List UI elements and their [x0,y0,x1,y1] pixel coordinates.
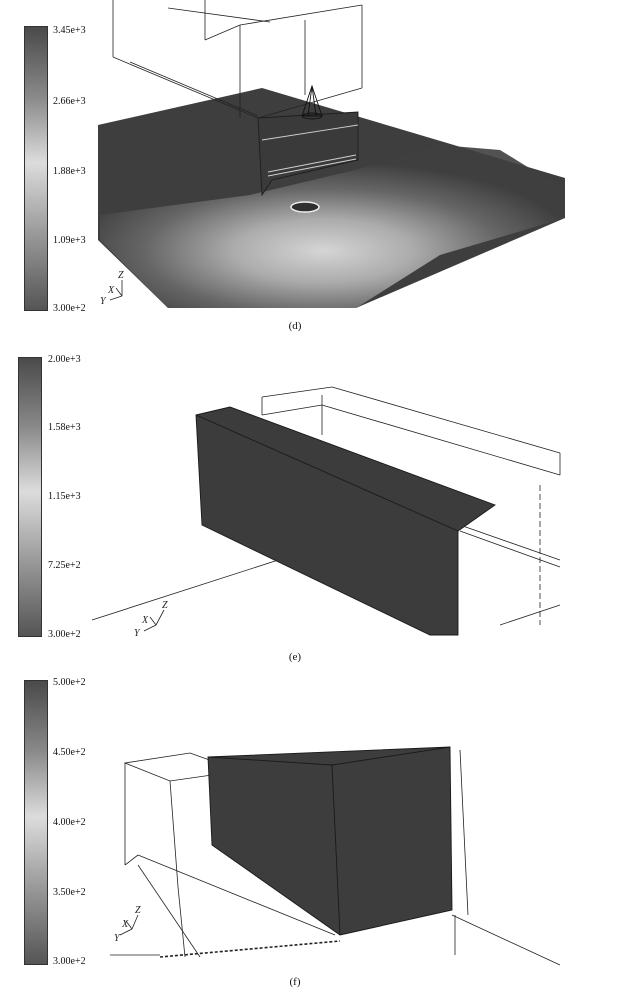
colorbar-tick: 3.50e+2 [53,887,86,898]
axis-triad-f [119,914,139,936]
colorbar-tick: 1.09e+3 [53,235,86,246]
box-structure [207,746,453,936]
colorbar-e [18,357,42,637]
axis-x-label: X [107,285,115,296]
cone-source-icon [301,84,323,120]
panel-caption: (e) [288,651,302,663]
panel-d: Z X Y 3.45e+3 2.66e+3 1.88e+3 1.09e+3 3.… [0,0,624,335]
colorbar-tick: 3.00e+2 [48,629,81,640]
axis-y-label: Y [134,628,141,639]
colorbar-tick: 7.25e+2 [48,560,81,571]
axis-z-label: Z [162,600,168,611]
panel-caption: (f) [289,976,301,988]
scene-f: Z X Y [110,746,561,966]
axis-y-label: Y [100,296,107,307]
scene-e: Z X Y [91,386,561,639]
axis-x-label: X [121,919,129,930]
colorbar-tick: 2.66e+3 [53,96,86,107]
wireframe-building [110,749,561,966]
contour-plume [100,145,565,308]
colorbar-tick: 3.45e+3 [53,25,86,36]
colorbar-d [24,26,48,311]
colorbar-tick: 4.00e+2 [53,817,86,828]
axis-x-label: X [141,615,149,626]
wall-structure [257,111,359,197]
colorbar-tick: 1.58e+3 [48,422,81,433]
colorbar-tick: 3.00e+2 [53,956,86,967]
axis-y-label: Y [114,933,121,944]
axis-triad-e [143,609,165,632]
panel-f: Z X Y 5.00e+2 4.50e+2 4.00e+2 3.50e+2 3.… [0,665,624,993]
colorbar-tick: 5.00e+2 [53,677,86,688]
colorbar-tick: 1.15e+3 [48,491,81,502]
axis-z-label: Z [118,270,124,281]
colorbar-tick: 2.00e+3 [48,354,81,365]
axis-triad-d [109,280,123,301]
colorbar-tick: 3.00e+2 [53,303,86,314]
colorbar-tick: 1.88e+3 [53,166,86,177]
colorbar-f [24,680,48,965]
panel-caption: (d) [288,320,302,332]
wall-structure [195,406,496,636]
panel-e: Z X Y 2.00e+3 1.58e+3 1.15e+3 7.25e+2 3.… [0,335,624,665]
colorbar-tick: 4.50e+2 [53,747,86,758]
wireframe-building [91,386,561,626]
scene-d: Z X Y [98,0,565,308]
source-hotspot [290,201,320,213]
axis-z-label: Z [135,905,141,916]
